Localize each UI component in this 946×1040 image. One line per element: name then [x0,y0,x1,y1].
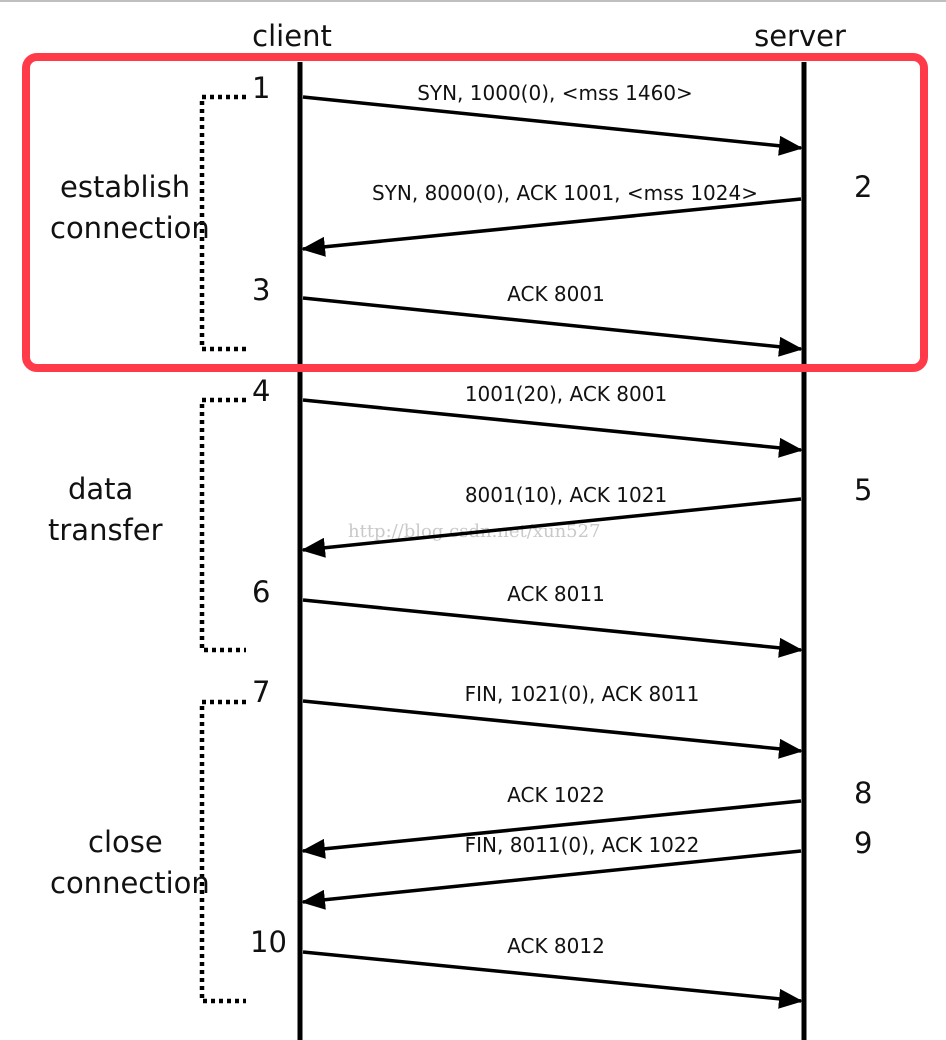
message-label-5: 8001(10), ACK 1021 [465,483,667,507]
message-arrow-7 [302,699,803,759]
phase-label-data-line1: data [68,472,133,506]
step-number-6: 6 [252,575,270,609]
message-label-3: ACK 8001 [507,282,605,306]
message-arrow-9 [301,849,802,910]
step-number-9: 9 [854,826,872,860]
message-label-4: 1001(20), ACK 8001 [465,382,667,406]
highlight-box-establish [22,53,928,372]
message-label-8: ACK 1022 [507,783,605,807]
message-label-6: ACK 8011 [507,582,605,606]
message-arrow-6 [302,598,803,658]
client-label: client [252,19,332,53]
phase-label-establish-line2: connection [50,211,210,245]
message-arrow-1 [302,95,803,156]
step-number-2: 2 [854,170,872,204]
phase-bracket-close [199,699,246,1004]
phase-label-close-line2: connection [50,866,210,900]
phase-bracket-data-transfer [199,397,246,653]
step-number-1: 1 [252,71,270,105]
message-label-9: FIN, 8011(0), ACK 1022 [465,833,700,857]
server-label: server [754,19,846,53]
message-label-1: SYN, 1000(0), <mss 1460> [417,81,693,105]
step-number-10: 10 [250,925,287,959]
step-number-7: 7 [252,675,270,709]
phase-bracket-establish [199,94,246,352]
message-arrow-4 [302,398,803,458]
step-number-8: 8 [854,776,872,810]
message-arrow-10 [302,950,803,1009]
message-arrow-2 [301,197,802,257]
message-label-7: FIN, 1021(0), ACK 8011 [465,682,700,706]
step-number-3: 3 [252,273,270,307]
message-arrow-5 [301,497,802,558]
phase-label-close-line1: close [88,825,163,859]
message-label-2: SYN, 8000(0), ACK 1001, <mss 1024> [372,181,758,205]
message-arrow-3 [302,296,803,357]
phase-label-data-line2: transfer [48,513,163,547]
step-number-4: 4 [252,374,270,408]
phase-label-establish-line1: establish [60,170,190,204]
message-label-10: ACK 8012 [507,934,605,958]
step-number-5: 5 [854,473,872,507]
message-arrow-8 [301,799,802,859]
